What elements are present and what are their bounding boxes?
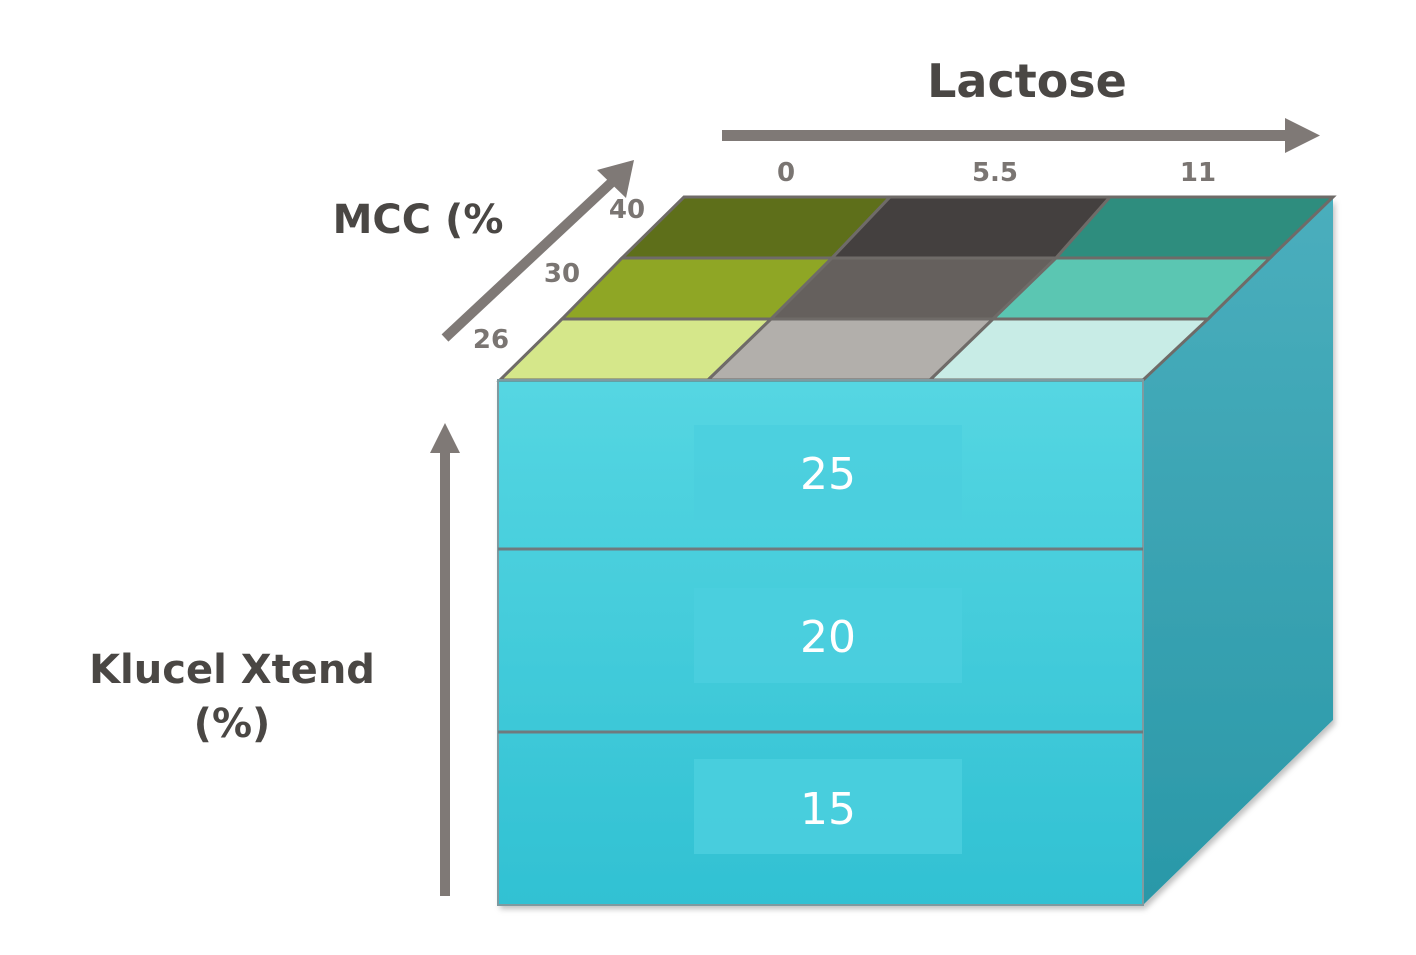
layer-label-box [694, 588, 962, 683]
klucel-axis-title: Klucel Xtend [89, 647, 375, 693]
mcc-tick-0: 26 [473, 325, 509, 355]
cube-front-outline [497, 379, 1144, 906]
layer-20: 20 [694, 588, 962, 683]
top-grid [496, 195, 1337, 382]
lactose-axis-title: Lactose [927, 54, 1127, 108]
klucel-axis-arrow [430, 423, 460, 896]
layer-label-25: 25 [800, 449, 856, 500]
lactose-tick-0: 0 [777, 158, 795, 188]
layer-label-15: 15 [800, 784, 856, 835]
cube-side-face [1143, 197, 1333, 905]
lactose-tick-1: 5.5 [972, 158, 1018, 188]
mcc-tick-1: 30 [544, 259, 580, 289]
layer-label-box [694, 425, 962, 520]
lactose-tick-2: 11 [1180, 158, 1216, 188]
layer-label-20: 20 [800, 612, 856, 663]
mcc-axis-title: MCC (% [333, 197, 504, 243]
klucel-axis-unit: (%) [194, 701, 271, 747]
lactose-axis-arrow [722, 118, 1320, 153]
layer-15: 15 [694, 759, 962, 854]
mcc-tick-2: 40 [609, 195, 645, 225]
mcc-axis-arrow [441, 160, 634, 342]
layer-25: 25 [694, 425, 962, 520]
layer-label-box [694, 759, 962, 854]
